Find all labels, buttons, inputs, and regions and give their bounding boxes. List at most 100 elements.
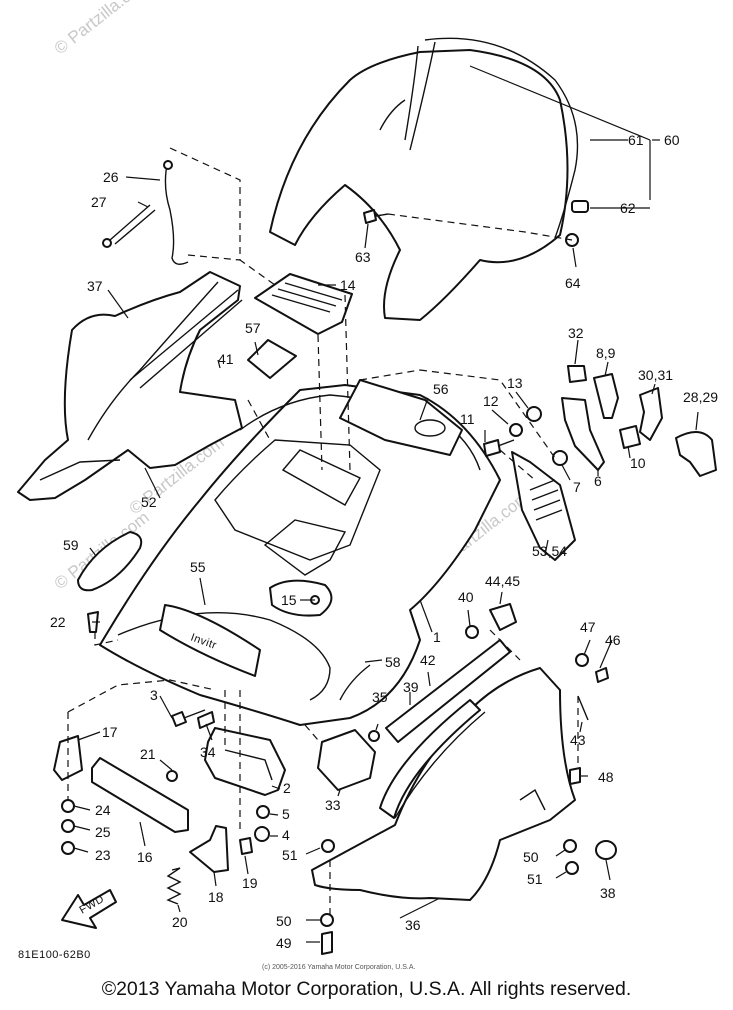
- callout-3: 3: [150, 687, 158, 703]
- block-33: [317, 729, 376, 791]
- callout-40: 40: [458, 589, 474, 605]
- washer-50b: [320, 913, 334, 927]
- strip-39-42: [379, 639, 511, 819]
- left-side-panel: [17, 271, 243, 501]
- callout-33: 33: [325, 797, 341, 813]
- callout-1: 1: [433, 629, 441, 645]
- callout-12: 12: [483, 393, 499, 409]
- callout-44-45: 44,45: [485, 573, 520, 589]
- callout-51-right: 51: [527, 871, 543, 887]
- callout-39: 39: [403, 679, 419, 695]
- callout-32: 32: [568, 325, 584, 341]
- latch-8-9: [593, 373, 619, 419]
- callout-57: 57: [245, 320, 261, 336]
- callout-38: 38: [600, 885, 616, 901]
- callout-51-left: 51: [282, 847, 298, 863]
- callout-64: 64: [565, 275, 581, 291]
- callout-4: 4: [282, 827, 290, 843]
- badge-15: [269, 579, 333, 617]
- nut-21: [166, 770, 178, 782]
- callout-46: 46: [605, 632, 621, 648]
- bolt-3-34: [171, 709, 215, 729]
- windshield-fastener-62: [571, 200, 589, 213]
- hinge-30-31: [639, 387, 663, 441]
- callout-labels: 1 2 3 4 5 6 7 8,9 10 11 12 13 14 15 16 1…: [50, 132, 718, 951]
- callout-26: 26: [103, 169, 119, 185]
- bracket-6: [561, 397, 605, 471]
- bracket-18: [189, 825, 229, 873]
- callout-24: 24: [95, 802, 111, 818]
- callout-61: 61: [628, 132, 644, 148]
- nut-51: [565, 861, 579, 875]
- callout-23: 23: [95, 847, 111, 863]
- washer-50: [563, 839, 577, 853]
- deflector-28-29: [675, 431, 717, 477]
- bracket-2: [204, 727, 286, 796]
- callout-21: 21: [140, 746, 156, 762]
- callout-48: 48: [598, 769, 614, 785]
- callout-36: 36: [405, 917, 421, 933]
- callout-58: 58: [385, 654, 401, 670]
- nut-51b: [321, 839, 335, 853]
- reference-lines: [67, 147, 579, 915]
- leader-lines: [73, 65, 699, 943]
- callout-59: 59: [63, 537, 79, 553]
- sticker-57: [247, 339, 297, 379]
- side-vent-53-54: [511, 451, 576, 561]
- callout-19: 19: [242, 875, 258, 891]
- windshield: [269, 37, 579, 321]
- clip-44-45: [489, 603, 517, 631]
- callout-53-54: 53,54: [532, 543, 567, 559]
- callout-50-right: 50: [523, 849, 539, 865]
- callout-43: 43: [570, 732, 586, 748]
- callout-14: 14: [340, 277, 356, 293]
- callout-47: 47: [580, 619, 596, 635]
- callout-60: 60: [664, 132, 680, 148]
- block-10: [619, 425, 641, 449]
- bolt-46-47: [575, 653, 609, 683]
- callout-11: 11: [460, 411, 475, 427]
- callout-56: 56: [433, 381, 449, 397]
- emblem-55: Invitr: [159, 604, 261, 677]
- callout-7: 7: [573, 479, 581, 495]
- callout-15: 15: [281, 592, 297, 608]
- callout-55: 55: [190, 559, 206, 575]
- callout-6: 6: [594, 473, 602, 489]
- copyright-footer: ©2013 Yamaha Motor Corporation, U.S.A. A…: [101, 978, 632, 1000]
- washer-24: [61, 799, 75, 813]
- callout-5: 5: [282, 806, 290, 822]
- nut-23: [61, 841, 75, 855]
- bolt-49: [321, 931, 333, 955]
- bar-16: [91, 757, 189, 833]
- callout-52: 52: [141, 494, 157, 510]
- callout-49: 49: [276, 935, 292, 951]
- nut-7: [552, 450, 568, 466]
- callout-8-9: 8,9: [596, 345, 616, 361]
- callout-41: 41: [218, 351, 234, 367]
- inner-copyright: (c) 2005-2016 Yamaha Motor Corporation, …: [262, 964, 415, 971]
- grommet-40: [465, 625, 479, 639]
- sticker-59: [77, 531, 143, 592]
- bolt-11-12-13: [483, 406, 542, 457]
- callout-20: 20: [172, 914, 188, 930]
- callout-35: 35: [372, 689, 388, 705]
- bracket-17: [53, 735, 83, 781]
- callout-2: 2: [283, 780, 291, 796]
- watermark: © Partzilla.com: [51, 0, 153, 58]
- callout-42: 42: [420, 652, 436, 668]
- callout-17: 17: [102, 724, 118, 740]
- callout-28-29: 28,29: [683, 389, 718, 405]
- callout-25: 25: [95, 824, 111, 840]
- bolt-48: [569, 767, 581, 785]
- washer-4: [254, 826, 270, 842]
- callout-34: 34: [200, 744, 216, 760]
- cap-38: [595, 840, 617, 860]
- callout-22: 22: [50, 614, 66, 630]
- callout-16: 16: [137, 849, 153, 865]
- callout-62: 62: [620, 200, 636, 216]
- callout-50-bottom: 50: [276, 913, 292, 929]
- windshield-bolt-63: [363, 209, 389, 224]
- vent-grille-14: [254, 273, 353, 335]
- diagram-code: 81E100-62B0: [18, 949, 91, 961]
